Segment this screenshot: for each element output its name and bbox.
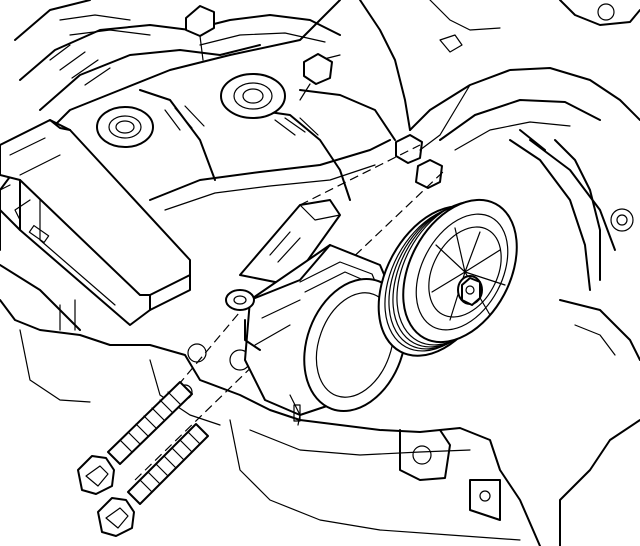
mounting-bolt-upper: [77, 381, 193, 495]
mounting-bolt-lower: [97, 423, 209, 537]
belt-tensioner-body: [225, 199, 407, 426]
timing-cover: [359, 0, 640, 291]
bracket-module: [0, 119, 191, 331]
tensioner-pulley: [377, 198, 518, 357]
intake-manifold: [14, 0, 396, 211]
stud-bolt-top: [185, 5, 471, 189]
